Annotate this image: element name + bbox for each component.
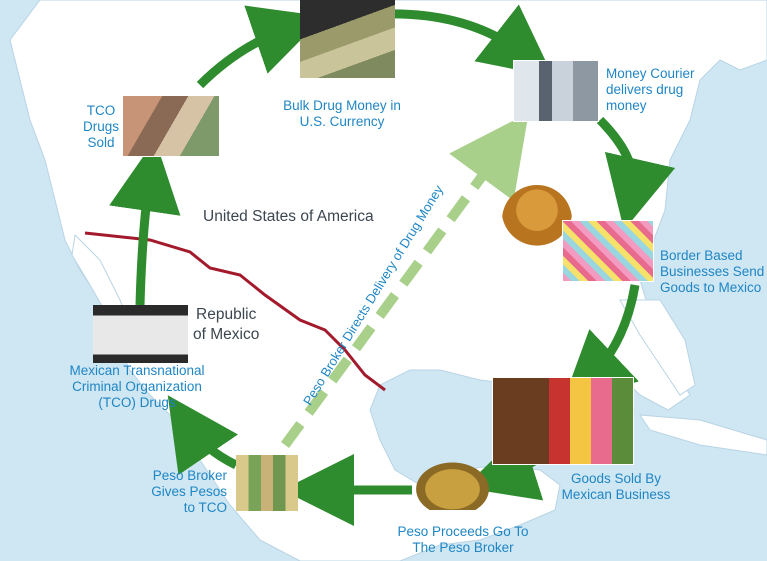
country-label-mexico: Republic of Mexico xyxy=(193,305,259,345)
label-peso-proceeds: Peso Proceeds Go To The Peso Broker xyxy=(397,524,529,555)
us-mexico-border xyxy=(84,231,386,392)
label-bulk-drug-money: Bulk Drug Money in U.S. Currency xyxy=(283,98,401,129)
label-tco-drugs-sold: TCO Drugs Sold xyxy=(82,103,119,150)
label-mexican-tco-drugs: Mexican Transnational Criminal Organizat… xyxy=(69,363,205,410)
bulk-money-briefcase-photo xyxy=(300,0,395,78)
label-goods-sold: Goods Sold By Mexican Business xyxy=(561,471,671,502)
drugs-briefcase-photo xyxy=(93,305,188,363)
arrow-sold-to-bulk xyxy=(196,5,325,89)
label-peso-broker-gives: Peso Broker Gives Pesos to TCO xyxy=(151,468,227,515)
arrow-tco-to-sold xyxy=(109,139,181,306)
arrow-courier-to-border xyxy=(596,116,676,231)
tco-drugs-sold-photo xyxy=(122,95,220,157)
peso-bills-photo xyxy=(236,455,298,511)
arrow-border-to-goods xyxy=(561,284,640,405)
money-courier-photo xyxy=(513,60,599,122)
arrow-bulk-to-courier xyxy=(384,4,554,78)
flowers-photo xyxy=(562,220,654,282)
landmass-cuba xyxy=(639,414,767,456)
landmass-florida xyxy=(619,299,696,396)
label-border-businesses: Border Based Businesses Send Goods to Me… xyxy=(660,248,765,295)
teddy-bear-photo xyxy=(502,185,572,257)
country-label-mexico-line1: Republic xyxy=(196,306,257,323)
goods-market-photo xyxy=(492,377,634,465)
country-label-usa: United States of America xyxy=(203,208,374,225)
country-label-mexico-line2: of Mexico xyxy=(193,326,260,343)
label-money-courier: Money Courier delivers drug money xyxy=(606,66,695,113)
peso-coins-photo xyxy=(410,458,495,510)
arrow-broker-to-tco xyxy=(167,395,239,476)
peso-broker-directs-arrow xyxy=(280,112,529,448)
